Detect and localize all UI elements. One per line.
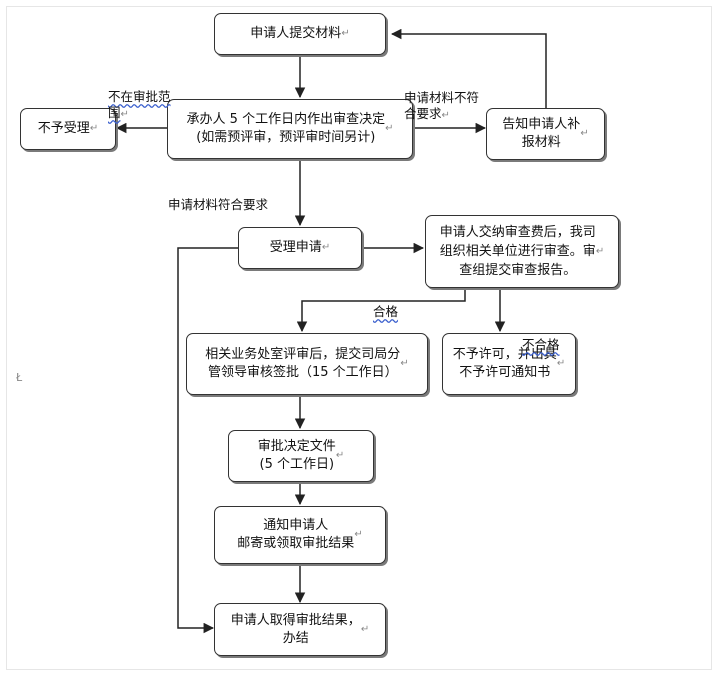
edge-label-not-conforming: 申请材料不符 合要求↵: [404, 90, 480, 121]
node-accept-application: 受理申请↵: [238, 227, 362, 269]
node-not-accepted: 不予受理↵: [20, 108, 116, 150]
node-obtain-result-text: 申请人取得审批结果， 办结: [230, 612, 361, 646]
node-notify-applicant: 通知申请人 邮寄或领取审批结果↵: [214, 506, 386, 564]
node-review-decision: 承办人 5 个工作日内作出审查决定 (如需预评审，预评审时间另计)↵: [167, 99, 413, 159]
arrow-accept-bypass-to-obtain: [177, 247, 238, 634]
node-not-permitted-text: 不予许可，并出具 不予许可通知书: [452, 347, 557, 380]
node-notify-supplement: 告知申请人补 报材料↵: [486, 108, 605, 160]
node-obtain-result: 申请人取得审批结果， 办结↵: [214, 603, 386, 656]
node-approval-document: 审批决定文件 (5 个工作日)↵: [228, 430, 374, 482]
edge-label-unqualified: 不合格: [522, 337, 560, 352]
node-dept-review: 相关业务处室评审后，提交司局分 管领导审核签批（15 个工作日）↵: [186, 333, 428, 395]
node-accept-application-text: 受理申请: [269, 240, 322, 255]
stray-mark: Ł: [16, 371, 23, 384]
edge-label-out-of-scope: 不在审批范 围↵: [108, 89, 171, 120]
node-review-decision-text: 承办人 5 个工作日内作出审查决定 (如需预评审，预评审时间另计): [186, 112, 386, 145]
edge-label-qualified: 合格: [373, 304, 399, 319]
node-not-permitted: 不予许可，并出具 不予许可通知书↵: [442, 333, 576, 395]
node-approval-document-text: 审批决定文件 (5 个工作日): [257, 439, 336, 472]
edge-label-conforming: 申请材料符合要求: [168, 197, 269, 212]
node-pay-fee-review-text: 申请人交纳审查费后，我司 组织相关单位进行审查。审 查组提交审查报告。: [439, 225, 596, 278]
node-notify-applicant-text: 通知申请人 邮寄或领取审批结果: [237, 518, 355, 551]
arrow-pay-review-to-dept-review: [296, 288, 466, 333]
node-submit-materials-text: 申请人提交材料: [250, 26, 342, 41]
page-border: [6, 6, 712, 670]
node-notify-supplement-text: 告知申请人补 报材料: [502, 117, 581, 150]
node-dept-review-text: 相关业务处室评审后，提交司局分 管领导审核签批（15 个工作日）: [205, 347, 401, 380]
arrow-supplement-to-submit: [390, 28, 547, 108]
node-submit-materials: 申请人提交材料↵: [214, 13, 386, 55]
node-not-accepted-text: 不予受理: [37, 121, 90, 136]
node-pay-fee-review: 申请人交纳审查费后，我司 组织相关单位进行审查。审 查组提交审查报告。↵: [425, 215, 619, 288]
